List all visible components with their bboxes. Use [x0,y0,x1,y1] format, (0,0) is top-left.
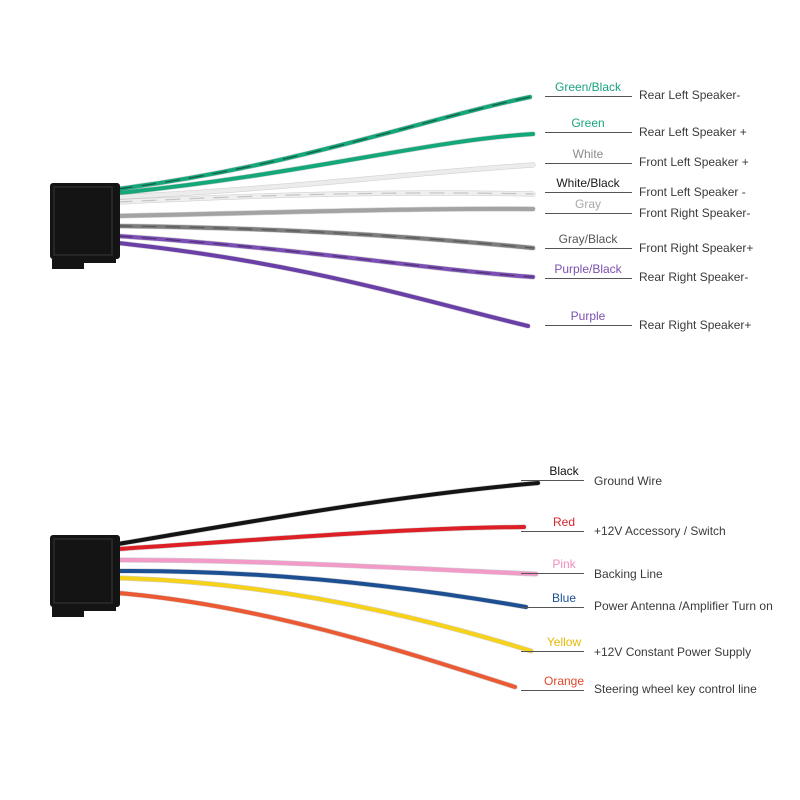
power-connector [50,535,120,617]
speaker-wire-5-stripe [117,225,534,249]
speaker-wire-6-color-label: Purple/Black [554,262,622,276]
speaker-wire-2 [116,163,535,199]
power-wire-3-label-line [521,607,584,608]
speaker-wire-0-label-line [545,96,632,97]
speaker-wire-5-color-label: Gray/Black [558,232,618,246]
speaker-wire-0 [116,95,532,191]
power-wire-5-label-line [521,690,584,691]
speaker-wire-1-label-line [545,132,632,133]
power-wire-3-function-label: Power Antenna /Amplifier Turn on [594,599,773,613]
power-wire-4-color-label: Yellow [546,635,582,649]
power-wire-4-function-label: +12V Constant Power Supply [594,645,752,659]
speaker-wire-4-function-label: Front Right Speaker- [639,206,751,220]
speaker-wire-7-label-line [545,325,632,326]
speaker-wire-4-label-line [545,213,632,214]
speaker-wire-1 [116,132,535,195]
speaker-wire-3-label-line [545,192,632,193]
speaker-wire-6-label-line [545,278,632,279]
power-connector-body [50,535,120,607]
power-wire-2-color-label: Pink [552,557,576,571]
speaker-wire-5-function-label: Front Right Speaker+ [639,241,754,255]
power-wire-3-color-label: Blue [551,591,577,605]
power-wire-5 [116,591,517,689]
power-wire-5-function-label: Steering wheel key control line [594,682,757,696]
speaker-wire-6-function-label: Rear Right Speaker- [639,270,749,284]
speaker-wire-4 [116,206,535,218]
speaker-wire-1-function-label: Rear Left Speaker + [639,125,747,139]
power-wire-1-function-label: +12V Accessory / Switch [594,524,726,538]
speaker-wire-6-stripe [117,235,534,278]
speaker-wire-3-function-label: Front Left Speaker - [639,185,746,199]
speaker-wire-7-function-label: Rear Right Speaker+ [639,318,752,332]
power-wire-2-function-label: Backing Line [594,567,663,581]
speaker-wire-2-label-line [545,163,632,164]
power-wire-2-label-line [521,573,584,574]
power-connector-latch [52,607,116,617]
speaker-wire-0-function-label: Rear Left Speaker- [639,88,741,102]
speaker-wire-7 [116,241,530,328]
speaker-wire-5-outline [115,223,536,251]
power-wire-1-label-line [521,531,584,532]
speaker-wire-4-color-label: Gray [574,197,601,211]
speaker-connector-body [50,183,120,259]
speaker-wire-3-color-label: White/Black [556,176,620,190]
power-wire-1-color-label: Red [552,515,575,529]
power-wire-0 [116,481,540,546]
power-wire-0-function-label: Ground Wire [594,474,663,488]
speaker-wire-0-color-label: Green/Black [554,80,622,94]
power-wire-5-color-label: Orange [543,674,585,688]
power-wire-3 [116,568,528,609]
power-wire-4-label-line [521,651,584,652]
speaker-wire-1-color-label: Green [571,116,605,130]
power-wire-0-color-label: Black [549,464,579,478]
connectors [50,183,120,617]
power-wire-5-outline [115,590,518,690]
speaker-connector-inner-edge [53,186,113,256]
power-wire-4 [116,576,533,653]
speaker-wire-3-stripe [117,192,534,203]
power-wire-4-outline [115,575,534,654]
speaker-wire-5-label-line [545,248,632,249]
power-harness [115,480,541,690]
speaker-wire-2-function-label: Front Left Speaker + [639,155,749,169]
speaker-wire-7-color-label: Purple [570,309,606,323]
speaker-harness [115,94,536,329]
power-wire-0-label-line [521,480,584,481]
speaker-wire-2-color-label: White [572,147,604,161]
power-wire-2 [116,558,538,576]
power-wire-1 [116,525,526,551]
power-connector-inner-edge [53,538,113,604]
speaker-connector-latch [52,259,116,269]
speaker-connector [50,183,120,269]
